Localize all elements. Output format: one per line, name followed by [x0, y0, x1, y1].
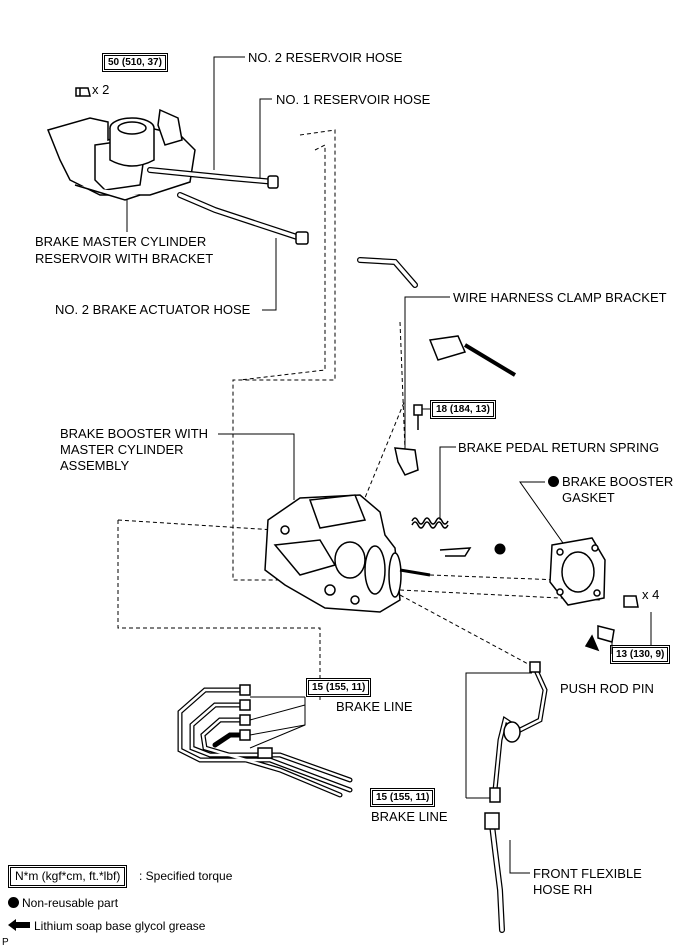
label-reservoir-line1: BRAKE MASTER CYLINDER — [35, 234, 207, 249]
torque-label-15-a: 15 (155, 11) — [305, 678, 372, 697]
nut-gasket — [623, 595, 639, 608]
label-reservoir-line2: RESERVOIR WITH BRACKET — [35, 251, 214, 266]
legend-grease: Lithium soap base glycol grease — [8, 918, 205, 935]
legend-grease-text: Lithium soap base glycol grease — [34, 919, 206, 933]
connector — [428, 335, 517, 377]
leader-lines — [126, 56, 652, 874]
label-brake-line-a: BRAKE LINE — [336, 699, 413, 714]
label-push-rod-pin: PUSH ROD PIN — [560, 681, 654, 696]
nut-top — [75, 87, 91, 97]
brake-booster — [264, 494, 431, 613]
legend-non-reusable-text: Non-reusable part — [22, 896, 119, 910]
label-no1-reservoir-hose: NO. 1 RESERVOIR HOSE — [276, 92, 431, 107]
label-front-hose-line2: HOSE RH — [533, 882, 593, 897]
label-booster-gasket-line2: GASKET — [562, 490, 615, 505]
hose-ends — [267, 175, 309, 245]
flexible-hose-fitting — [484, 812, 500, 830]
torque-label-50: 50 (510, 37) — [102, 53, 168, 72]
label-booster-line3: ASSEMBLY — [60, 458, 130, 473]
clip — [439, 547, 472, 557]
label-pedal-return-spring: BRAKE PEDAL RETURN SPRING — [458, 440, 660, 455]
legend-torque-unit: N*m (kgf*cm, ft.*lbf) — [7, 865, 128, 888]
legend-torque-desc: : Specified torque — [139, 869, 233, 883]
label-no2-actuator-hose: NO. 2 BRAKE ACTUATOR HOSE — [55, 302, 251, 317]
clamp-bracket — [394, 447, 419, 476]
label-brake-line-b: BRAKE LINE — [371, 809, 448, 824]
vacuum-hose — [357, 257, 418, 288]
legend-non-reusable: Non-reusable part — [8, 895, 118, 912]
assembly-dashed-lines — [117, 129, 601, 700]
corner-mark: P — [2, 937, 9, 948]
torque-label-13: 13 (130, 9) — [609, 645, 671, 664]
push-rod-pin — [584, 625, 615, 652]
torque-label-18: 18 (184, 13) — [430, 400, 496, 419]
label-booster-gasket-line1: BRAKE BOOSTER — [562, 474, 674, 489]
label-wire-harness-clamp: WIRE HARNESS CLAMP BRACKET — [453, 290, 667, 305]
label-booster-line2: MASTER CYLINDER — [60, 442, 184, 457]
label-front-hose-line1: FRONT FLEXIBLE — [533, 866, 642, 881]
grease-arrow-icon — [8, 919, 30, 931]
label-no2-reservoir-hose: NO. 2 RESERVOIR HOSE — [248, 50, 403, 65]
nut-qty-top: x 2 — [92, 82, 110, 97]
bolt-18 — [413, 404, 423, 430]
label-booster-line1: BRAKE BOOSTER WITH — [60, 426, 209, 441]
torque-label-15-b: 15 (155, 11) — [369, 788, 436, 807]
non-reusable-icon — [548, 476, 559, 487]
label-booster-gasket: BRAKE BOOSTER — [548, 473, 673, 490]
brake-line-fittings — [239, 684, 273, 759]
reservoir-assembly — [46, 108, 196, 201]
front-line-fittings — [489, 661, 541, 803]
filled-circle-icon — [8, 897, 19, 908]
booster-gasket — [549, 537, 606, 606]
non-reusable-mark-clip — [494, 543, 506, 555]
nut-qty-gasket: x 4 — [642, 587, 660, 602]
return-spring — [411, 517, 449, 529]
